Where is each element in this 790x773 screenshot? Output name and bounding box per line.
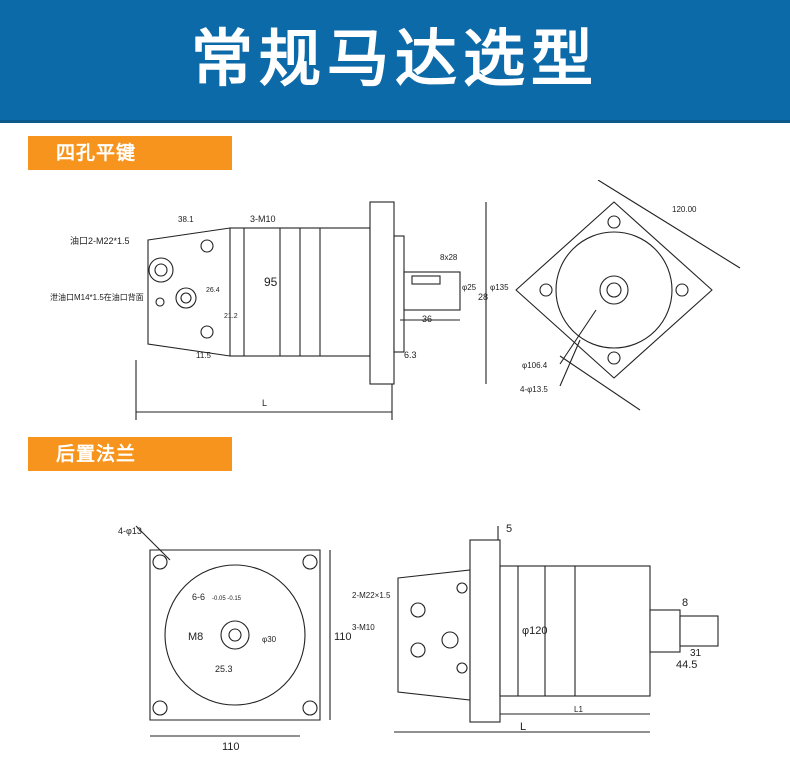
- label-bolt: 3-M10: [250, 214, 276, 224]
- label-dim-25-3: 25.3: [215, 664, 233, 674]
- label-dim-l1: L1: [574, 705, 583, 714]
- label-dim-6-3: 6.3: [404, 350, 417, 360]
- label-dim-36: 36: [422, 314, 432, 324]
- label-bolt-2: 3-M10: [352, 623, 375, 632]
- label-holes: 4-φ13.5: [520, 385, 548, 394]
- section-tag-rear-flange: 后置法兰: [28, 437, 232, 471]
- side-view-flange-labels: 5 8 2-M22×1.5 3-M10 φ120 31 44.5 L L1: [352, 523, 702, 733]
- label-diag: 120.00: [672, 205, 697, 214]
- label-leak: 泄油口M14*1.5在油口背面: [50, 292, 144, 302]
- side-view-labels: 3-M10 油口2-M22*1.5 泄油口M14*1.5在油口背面 95 36 …: [50, 214, 509, 408]
- label-dim-bottom: 11.5: [196, 351, 212, 360]
- page-title: 常规马达选型: [190, 22, 599, 95]
- front-view-flange: [135, 525, 331, 737]
- section-label-rear-flange: 后置法兰: [56, 443, 137, 465]
- section-tag-four-hole: 四孔平键: [28, 136, 232, 170]
- label-m8: M8: [188, 631, 203, 643]
- side-view-flange: [394, 526, 719, 733]
- label-port-2: 2-M22×1.5: [352, 591, 391, 600]
- label-dim-120: φ120: [522, 625, 548, 637]
- label-dim-l: L: [262, 398, 267, 408]
- label-pcd: φ106.4: [522, 361, 548, 370]
- label-dim-key: 8x28: [440, 253, 458, 262]
- front-view-motor: [515, 180, 741, 411]
- side-view-motor: [135, 201, 487, 420]
- label-tolerance: -0.05 -0.15: [212, 596, 242, 602]
- label-port: 油口2-M22*1.5: [70, 235, 130, 246]
- front-view-flange-labels: 4-φ13 6-6 -0.05 -0.15 M8 φ30 25.3 110 11…: [118, 526, 352, 753]
- front-view-labels: φ106.4 4-φ13.5 120.00: [520, 205, 697, 394]
- header-banner: [0, 0, 790, 120]
- motor-drawing-four-hole: 3-M10 油口2-M22*1.5 泄油口M14*1.5在油口背面 95 36 …: [50, 180, 741, 420]
- label-shaft: φ30: [262, 635, 277, 644]
- motor-drawing-rear-flange: 4-φ13 6-6 -0.05 -0.15 M8 φ30 25.3 110 11…: [118, 523, 719, 753]
- header-divider: [0, 120, 790, 123]
- label-dim-110-h: 110: [334, 631, 352, 643]
- label-dim-26: 26.4: [206, 287, 220, 294]
- label-dim-5: 5: [506, 523, 512, 535]
- label-dim-31: 31: [690, 648, 702, 659]
- label-dim-110-w: 110: [222, 741, 240, 753]
- label-dim-44-5: 44.5: [676, 659, 697, 671]
- label-holes-2: 4-φ13: [118, 526, 142, 536]
- label-dim-8: 8: [682, 597, 688, 609]
- label-dim-21: 21.2: [224, 313, 238, 320]
- label-dim-top: 38.1: [178, 215, 194, 224]
- section-label-four-hole: 四孔平键: [56, 142, 137, 164]
- label-dim-95: 95: [264, 275, 278, 289]
- label-dim-l-2: L: [520, 721, 526, 733]
- label-bolt-pattern: 6-6: [192, 592, 205, 602]
- label-dim-28: 28: [478, 292, 488, 302]
- label-dim-135: φ135: [490, 283, 509, 292]
- label-dim-25: φ25: [462, 283, 477, 292]
